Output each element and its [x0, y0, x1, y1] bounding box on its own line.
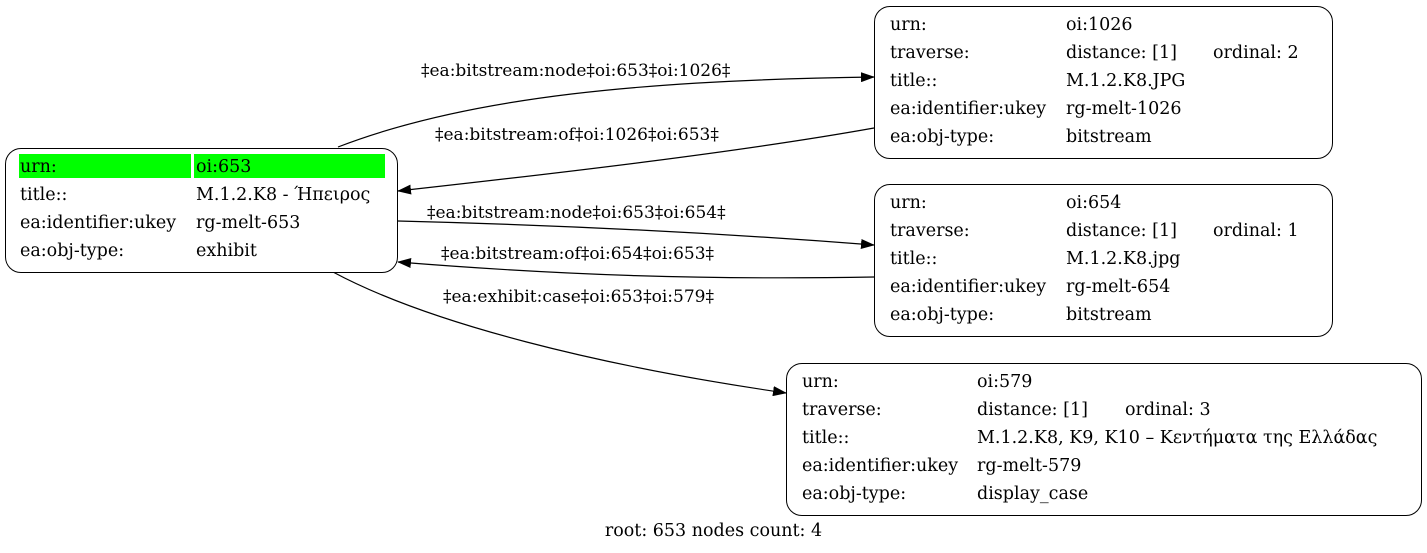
urn-label: urn: — [890, 193, 927, 213]
traverse-label: traverse: — [802, 400, 882, 420]
edge-label: ‡ea:bitstream:of‡oi:654‡oi:653‡ — [441, 244, 715, 264]
graph-footer: root: 653 nodes count: 4 — [604, 521, 823, 541]
title-label: title:: — [890, 71, 938, 91]
type-label: ea:obj-type: — [890, 127, 995, 147]
urn-label: urn: — [890, 15, 927, 35]
traverse-distance: distance: [1] — [1066, 43, 1177, 63]
urn-label: urn: — [802, 372, 839, 392]
node-654[interactable]: urn: oi:654 traverse: distance: [1] ordi… — [874, 184, 1333, 337]
urn-value: oi:1026 — [1066, 15, 1133, 35]
urn-value: oi:654 — [1066, 193, 1122, 213]
edge-654-to-653 — [397, 258, 875, 279]
ukey-label: ea:identifier:ukey — [20, 213, 177, 233]
highlight-urn-value — [194, 154, 385, 178]
ukey-label: ea:identifier:ukey — [890, 99, 1047, 119]
type-label: ea:obj-type: — [890, 305, 995, 325]
traverse-distance: distance: [1] — [977, 400, 1088, 420]
title-label: title:: — [20, 185, 68, 205]
title-value: M.1.2.K8, K9, K10 – Κεντήματα της Ελλάδα… — [977, 428, 1378, 448]
node-1026[interactable]: urn: oi:1026 traverse: distance: [1] ord… — [874, 6, 1333, 159]
ukey-label: ea:identifier:ukey — [890, 277, 1047, 297]
type-label: ea:obj-type: — [802, 484, 907, 504]
ukey-value: rg-melt-1026 — [1066, 99, 1182, 119]
title-label: title:: — [802, 428, 850, 448]
title-value: M.1.2.K8 - Ήπειρος — [196, 185, 371, 205]
urn-value: oi:653 — [196, 157, 252, 177]
edge-label: ‡ea:bitstream:node‡oi:653‡oi:1026‡ — [421, 61, 731, 81]
edge-1026-to-653 — [397, 127, 875, 195]
edge-label: ‡ea:bitstream:of‡oi:1026‡oi:653‡ — [435, 125, 719, 145]
type-label: ea:obj-type: — [20, 241, 125, 261]
type-value: bitstream — [1066, 127, 1152, 147]
urn-label: urn: — [20, 157, 57, 177]
root-node[interactable]: urn: oi:653 title:: M.1.2.K8 - Ήπειρος e… — [5, 148, 398, 273]
type-value: exhibit — [196, 241, 257, 261]
traverse-distance: distance: [1] — [1066, 221, 1177, 241]
ukey-label: ea:identifier:ukey — [802, 456, 959, 476]
title-value: M.1.2.K8.JPG — [1066, 71, 1186, 91]
ukey-value: rg-melt-653 — [196, 213, 301, 233]
traverse-ordinal: ordinal: 2 — [1213, 43, 1299, 63]
node-579[interactable]: urn: oi:579 traverse: distance: [1] ordi… — [786, 363, 1422, 516]
ukey-value: rg-melt-654 — [1066, 277, 1171, 297]
urn-value: oi:579 — [977, 372, 1033, 392]
edge-label: ‡ea:exhibit:case‡oi:653‡oi:579‡ — [443, 287, 714, 307]
traverse-ordinal: ordinal: 3 — [1125, 400, 1211, 420]
title-label: title:: — [890, 249, 938, 269]
traverse-ordinal: ordinal: 1 — [1213, 221, 1299, 241]
traverse-label: traverse: — [890, 221, 970, 241]
ukey-value: rg-melt-579 — [977, 456, 1082, 476]
highlight-urn-label — [19, 154, 191, 178]
title-value: M.1.2.K8.jpg — [1066, 249, 1181, 269]
traverse-label: traverse: — [890, 43, 970, 63]
type-value: display_case — [977, 484, 1089, 504]
edge-label: ‡ea:bitstream:node‡oi:653‡oi:654‡ — [427, 203, 726, 223]
edge-653-to-654 — [397, 220, 875, 249]
edge-653-to-1026 — [337, 72, 875, 148]
type-value: bitstream — [1066, 305, 1152, 325]
edge-653-to-579 — [332, 271, 787, 397]
